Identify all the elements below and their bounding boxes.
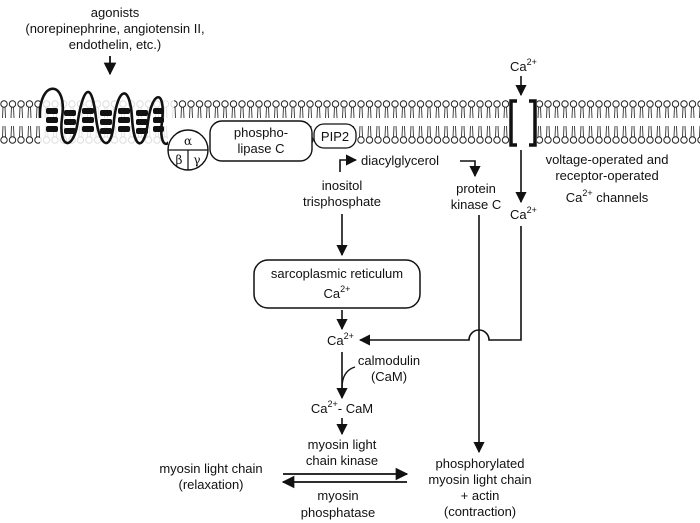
ip3-line2: trisphosphate	[303, 194, 381, 209]
pip2-label: PIP2	[321, 129, 349, 144]
mlc-line2: (relaxation)	[178, 477, 243, 492]
gpcr-receptor-icon	[38, 87, 174, 148]
pmlc-line2: myosin light chain	[428, 472, 531, 487]
agonists-examples: (norepinephrine, angiotensin II,	[25, 21, 204, 36]
dag-to-pkc-arrow	[460, 160, 481, 178]
channels-line1: voltage-operated and	[546, 152, 669, 167]
channels-line2: receptor-operated	[555, 168, 658, 183]
sr-label: sarcoplasmic reticulum	[271, 266, 403, 281]
pmlc-line3: + actin	[461, 488, 500, 503]
phospholipase-line1: phospho-	[234, 125, 288, 140]
mlck-line1: myosin light	[308, 437, 377, 452]
sr-ca-label: Ca2+	[324, 284, 351, 301]
pkc-line2: kinase C	[451, 197, 502, 212]
phospholipase-c-box	[209, 120, 313, 162]
mlc-line1: myosin light chain	[159, 461, 262, 476]
calmodulin-join-arrow	[341, 366, 356, 389]
ca-influx-to-cytosol-arrow	[358, 226, 522, 346]
sarcoplasmic-reticulum-box	[253, 259, 421, 309]
phospholipase-line2: lipase C	[238, 141, 285, 156]
ca-cam-label: Ca2+- CaM	[311, 399, 373, 416]
mlck-line2: chain kinase	[306, 453, 378, 468]
pmlc-line4: (contraction)	[444, 504, 516, 519]
phosphatase-line1: myosin	[317, 488, 358, 503]
g-gamma-label: γ	[193, 153, 200, 167]
intracellular-ca-label: Ca2+	[510, 205, 537, 222]
cytosolic-ca-label: Ca2+	[327, 331, 354, 348]
channels-line3: Ca2+ channels	[566, 188, 649, 205]
ca-channel-icon	[509, 98, 537, 148]
agonists-examples-2: endothelin, etc.)	[69, 37, 162, 52]
phosphatase-line2: phosphatase	[301, 505, 375, 520]
g-alpha-label: α	[184, 134, 192, 148]
calmodulin-line2: (CaM)	[371, 369, 407, 384]
pip2-box	[313, 123, 357, 149]
pkc-line1: protein	[456, 181, 496, 196]
ip3-line1: inositol	[322, 178, 363, 193]
diacylglycerol-label: diacylglycerol	[361, 153, 439, 168]
g-beta-label: β	[176, 153, 183, 167]
pip2-split-arrow	[339, 154, 358, 172]
agonists-title: agonists	[91, 5, 140, 20]
g-protein-icon	[167, 121, 210, 171]
extracellular-ca-label: Ca2+	[510, 57, 537, 74]
pmlc-line1: phosphorylated	[436, 456, 525, 471]
calmodulin-line1: calmodulin	[358, 353, 420, 368]
